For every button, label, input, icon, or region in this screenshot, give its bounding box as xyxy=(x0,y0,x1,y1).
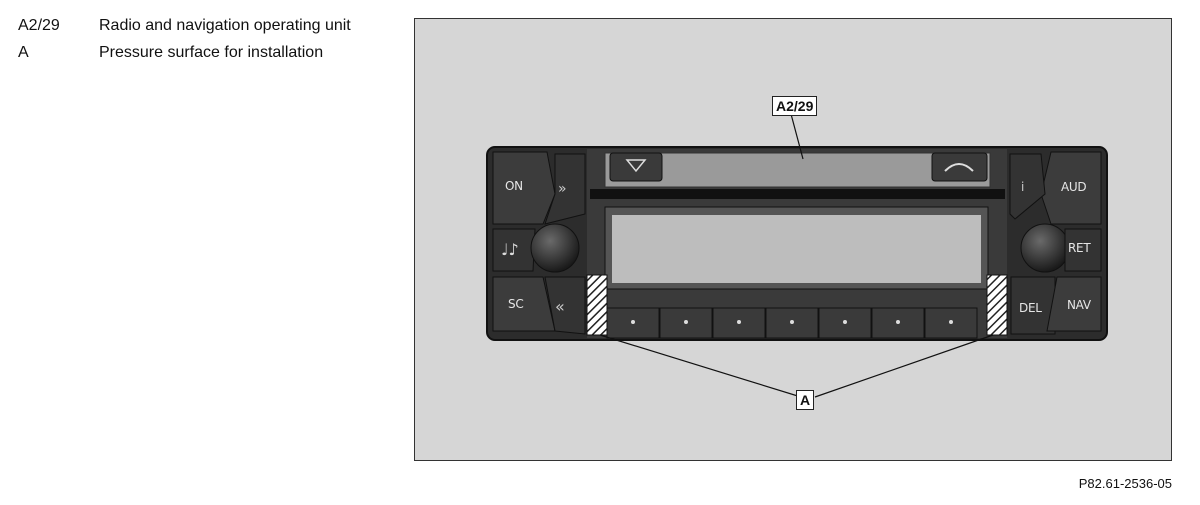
legend: A2/29 Radio and navigation operating uni… xyxy=(18,12,351,66)
legend-key: A2/29 xyxy=(18,16,60,34)
preset-buttons xyxy=(606,307,978,339)
leader-line-left xyxy=(599,334,802,398)
eject-icon xyxy=(625,159,647,173)
aud-label: AUD xyxy=(1061,180,1087,194)
cd-slot xyxy=(590,189,1005,199)
leader-line-right xyxy=(814,334,994,398)
radio-unit-illustration: » ♩♪ « i xyxy=(486,113,1108,398)
ret-label: RET xyxy=(1068,241,1091,255)
rotate-icon xyxy=(944,163,974,172)
legend-key: A xyxy=(18,43,29,61)
display-screen xyxy=(612,215,981,283)
legend-text: Pressure surface for installation xyxy=(99,43,324,61)
on-label: ON xyxy=(505,179,523,193)
info-icon: i xyxy=(1021,180,1024,194)
pressure-surface-left xyxy=(586,274,608,336)
rewind-button xyxy=(544,276,586,335)
forward-button xyxy=(544,153,586,225)
callout-unit: A2/29 xyxy=(772,96,818,116)
forward-icon: » xyxy=(558,181,567,197)
leader-line-unit xyxy=(790,113,804,160)
pressure-surface-right xyxy=(986,274,1008,336)
top-strip xyxy=(604,152,991,188)
info-button xyxy=(1009,153,1046,220)
figure-panel: » ♩♪ « i xyxy=(414,18,1172,461)
nav-button xyxy=(1046,276,1102,332)
legend-row-pressure: A Pressure surface for installation xyxy=(18,39,351,66)
music-icon: ♩♪ xyxy=(501,240,519,259)
rewind-icon: « xyxy=(555,297,565,316)
legend-text: Radio and navigation operating unit xyxy=(99,16,351,34)
nav-label: NAV xyxy=(1067,298,1091,312)
legend-row-unit: A2/29 Radio and navigation operating uni… xyxy=(18,12,351,39)
ret-button xyxy=(1064,228,1102,272)
eject-button xyxy=(609,152,663,182)
sc-label: SC xyxy=(508,297,524,311)
on-button xyxy=(492,151,556,225)
right-knob xyxy=(1020,223,1070,273)
figure-reference: P82.61-2536-05 xyxy=(1078,476,1172,491)
rotate-button xyxy=(931,152,988,182)
music-button xyxy=(492,228,536,272)
del-button xyxy=(1010,276,1056,335)
del-label: DEL xyxy=(1019,301,1042,315)
callout-pressure: A xyxy=(796,390,815,410)
left-knob xyxy=(530,223,580,273)
